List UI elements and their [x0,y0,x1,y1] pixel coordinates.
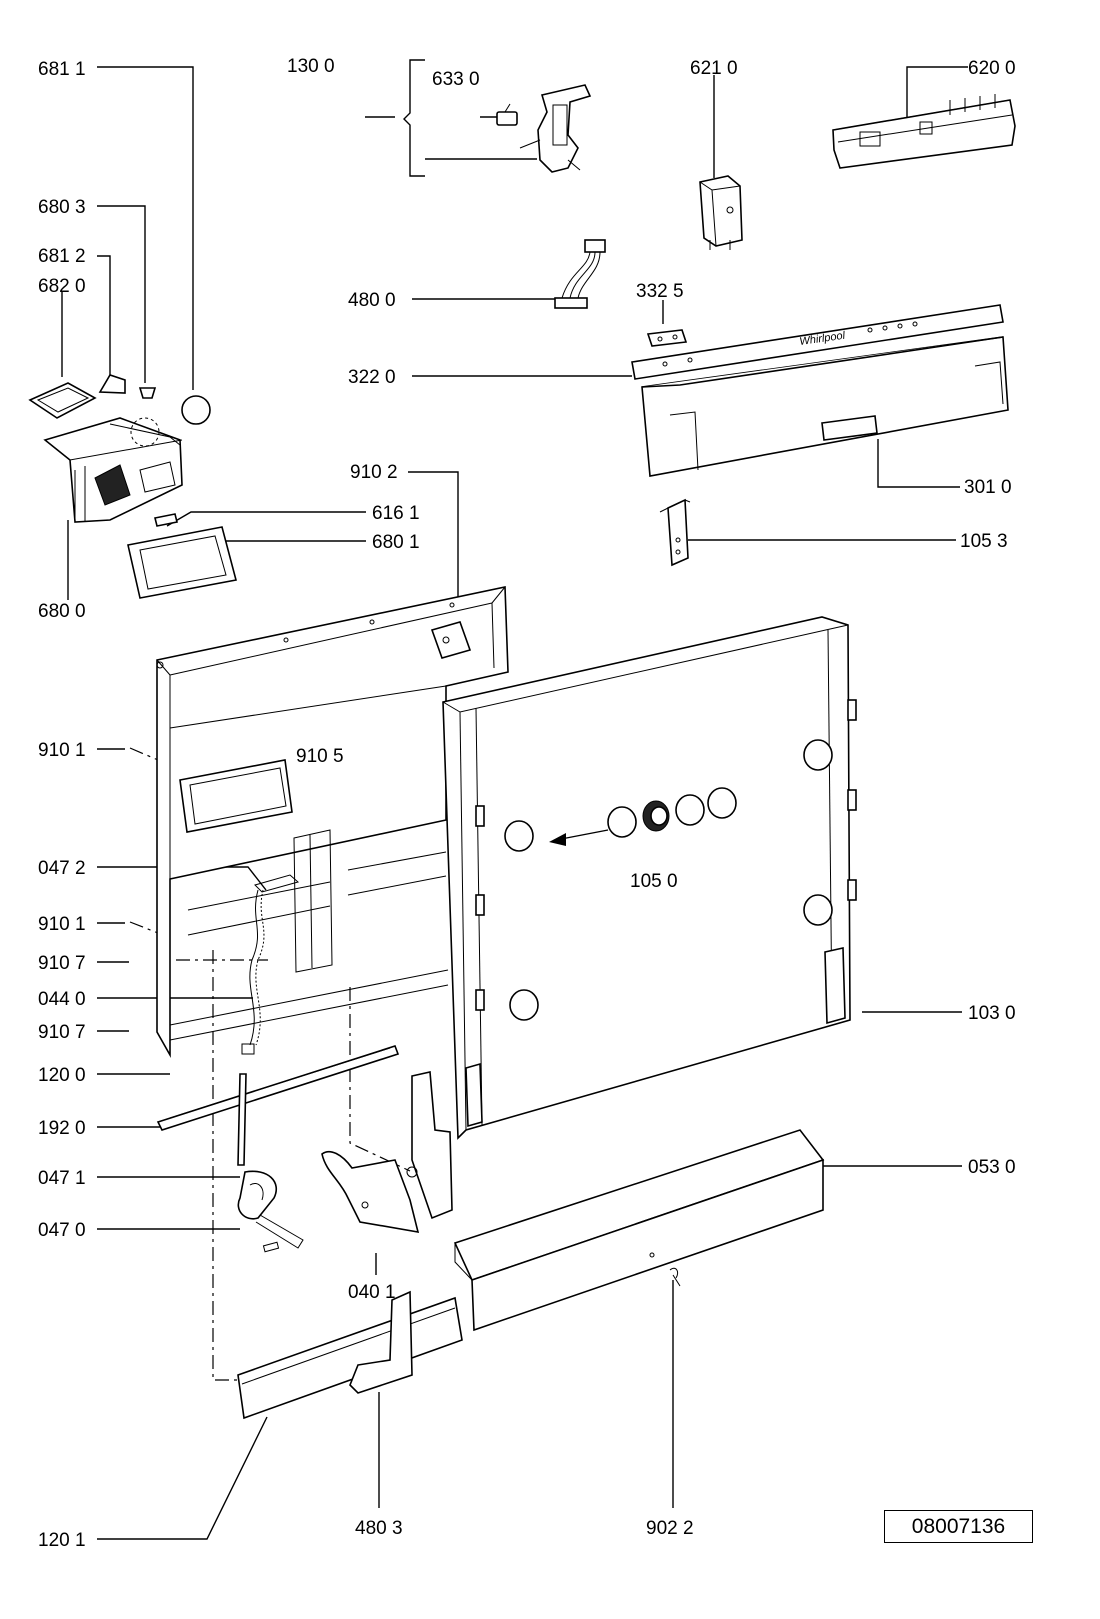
label-902-2: 902 2 [646,1518,694,1539]
label-192-0: 192 0 [38,1118,86,1139]
label-620-0: 620 0 [968,58,1016,79]
control-module-part [832,94,1016,169]
label-120-1: 120 1 [38,1530,86,1551]
label-040-1: 040 1 [348,1282,396,1303]
label-633-0: 633 0 [432,69,480,90]
label-910-5: 910 5 [296,746,344,767]
label-682-0: 682 0 [38,276,86,297]
label-047-2: 047 2 [38,858,86,879]
label-681-1: 681 1 [38,59,86,80]
label-322-0: 322 0 [348,367,396,388]
cable-pulley-part [237,1073,304,1253]
label-105-0: 105 0 [630,871,678,892]
outer-door-part [442,616,857,1140]
inner-door-part [156,586,509,1059]
small-plate-part [646,329,688,347]
label-332-5: 332 5 [636,281,684,302]
front-panel-part [641,336,1009,477]
label-621-0: 621 0 [690,58,738,79]
door-spring-part [241,874,300,1055]
label-681-2: 681 2 [38,246,86,267]
label-105-3: 105 3 [960,531,1008,552]
bracket-part [659,498,691,567]
label-616-1: 616 1 [372,503,420,524]
label-301-0: 301 0 [964,477,1012,498]
label-680-3: 680 3 [38,197,86,218]
label-680-0: 680 0 [38,601,86,622]
label-130-0: 130 0 [287,56,335,77]
label-910-7-top: 910 7 [38,953,86,974]
control-panel-strip: Whirlpool [631,304,1004,380]
dispenser-assembly [28,374,237,599]
bottom-plate-part [237,1290,463,1420]
label-044-0: 044 0 [38,989,86,1010]
label-120-0: 120 0 [38,1065,86,1086]
label-480-3: 480 3 [355,1518,403,1539]
label-480-0: 480 0 [348,290,396,311]
label-047-0: 047 0 [38,1220,86,1241]
label-910-1-mid: 910 1 [38,914,86,935]
relay-part [699,175,743,250]
label-910-7-bottom: 910 7 [38,1022,86,1043]
label-680-1: 680 1 [372,532,420,553]
part-labels: 681 1 130 0 633 0 621 0 620 0 680 3 681 … [38,56,1016,1551]
cable-harness-part [554,239,606,309]
rail-part [156,1045,400,1131]
label-053-0: 053 0 [968,1157,1016,1178]
door-latch-part [496,84,592,173]
label-047-1: 047 1 [38,1168,86,1189]
label-910-2: 910 2 [350,462,398,483]
kick-plate-part [453,1129,825,1332]
drawing-number: 08007136 [884,1510,1033,1543]
label-910-1-top: 910 1 [38,740,86,761]
label-103-0: 103 0 [968,1003,1016,1024]
hinge-part [321,1071,453,1233]
